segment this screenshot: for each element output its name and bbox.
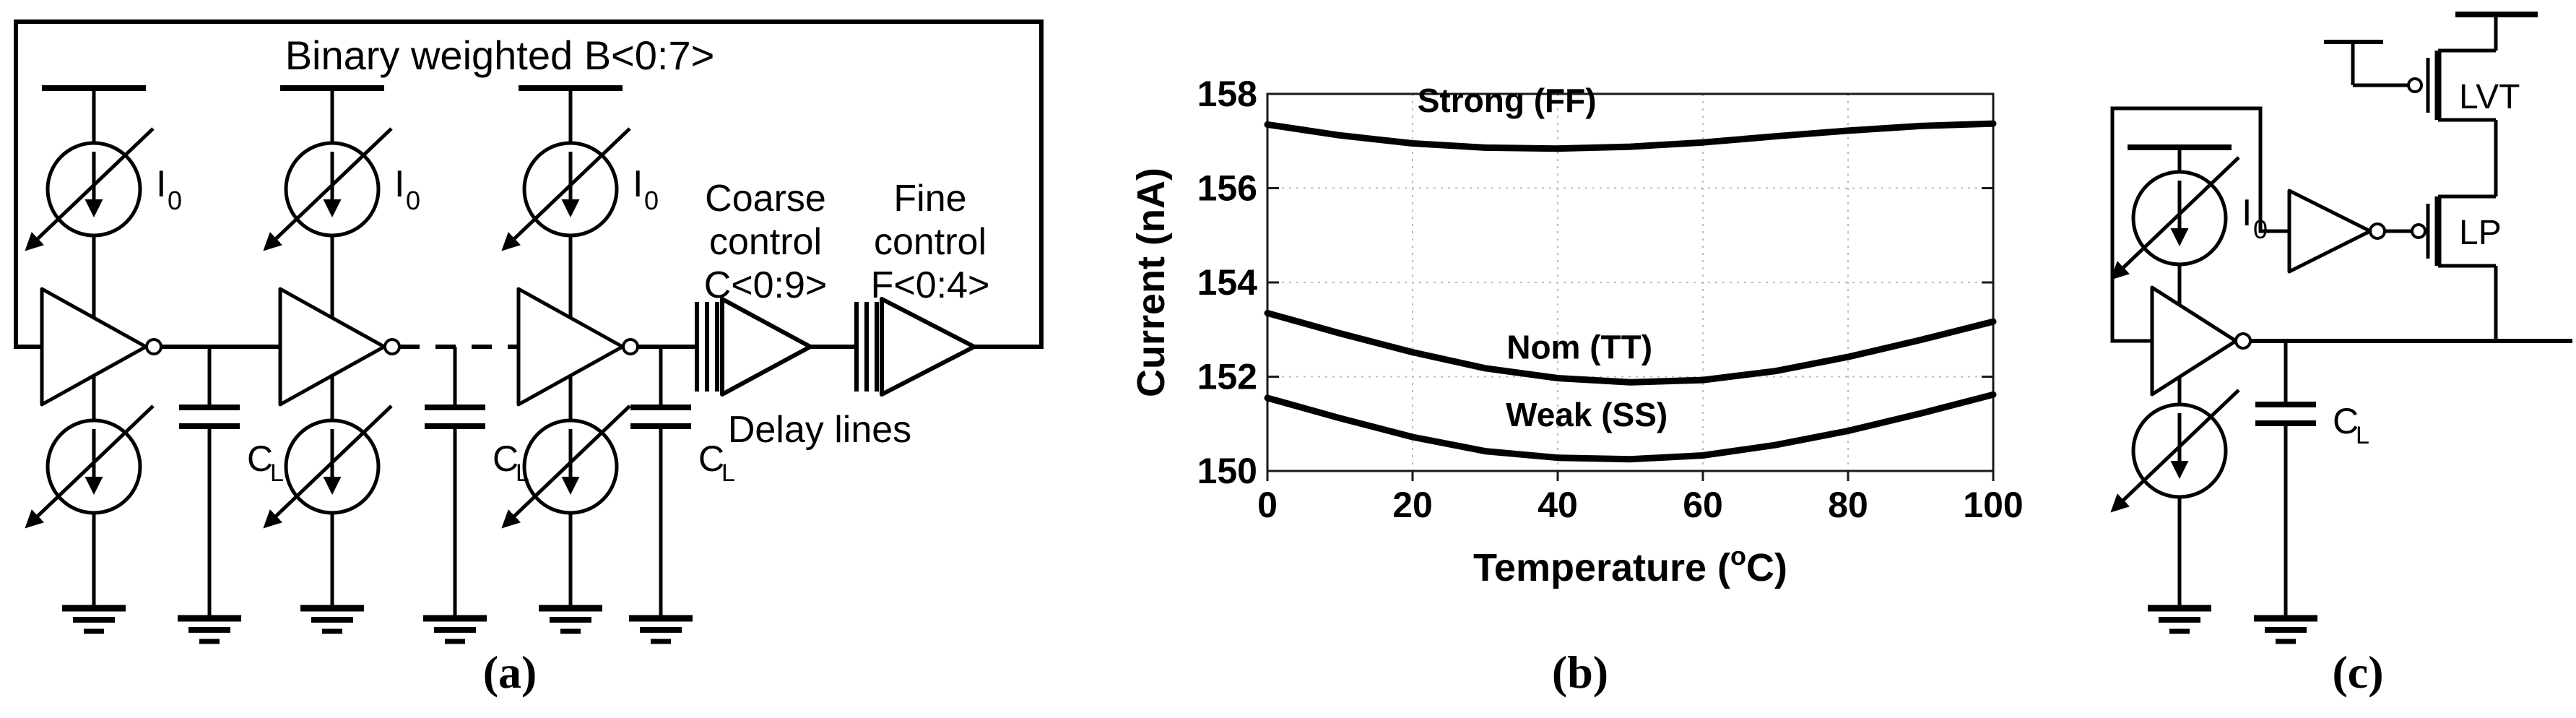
bias-supply-symbol [2324, 40, 2408, 87]
coarse-control-label: control [709, 221, 822, 263]
cl-label: C [698, 438, 724, 479]
chart-tick-labels: 150 152 154 156 158 0 20 40 60 80 100 [1197, 74, 2024, 525]
vdd-symbol [42, 85, 146, 143]
lvt-label: LVT [2459, 78, 2520, 116]
x-axis-label-text: Temperature (oC) [1473, 541, 1787, 589]
series-label: Strong (FF) [1418, 82, 1597, 119]
y-tick-label: 150 [1197, 451, 1257, 491]
y-tick-label: 156 [1197, 168, 1257, 209]
panel-c-circuit: I 0 C L [2110, 12, 2572, 698]
x-tick-label: 80 [1828, 485, 1868, 525]
fine-control-label: control [874, 221, 986, 263]
series-curve [1264, 309, 1997, 386]
variable-current-source-top [263, 127, 393, 318]
ground-symbol [178, 615, 241, 644]
x-tick-label: 100 [1963, 485, 2023, 525]
i0-label: I [156, 163, 166, 205]
coarse-control-label: C<0:9> [704, 264, 828, 306]
variable-current-source-bottom [2110, 377, 2240, 608]
panel-a-circuit: Binary weighted B<0:7> I 0 C L [14, 20, 1044, 698]
i0-label-sub: 0 [644, 186, 659, 215]
load-capacitor [630, 347, 691, 618]
ground-symbol [300, 605, 364, 634]
variable-current-source-top [501, 127, 631, 318]
ground-symbol [629, 615, 693, 644]
ground-symbol [62, 605, 126, 634]
i0-label: I [633, 163, 643, 205]
y-tick-label: 158 [1197, 74, 1257, 114]
panel-a-caption: (a) [483, 646, 537, 698]
feedback-wire [2110, 106, 2289, 343]
vdd-symbol [2128, 144, 2232, 172]
chart-series-labels: Strong (FF) Nom (TT) Weak (SS) [1418, 82, 1668, 433]
chart-curves [1264, 120, 1997, 463]
x-axis-label: Temperature (oC) [1473, 541, 1787, 589]
series-label: Weak (SS) [1506, 396, 1668, 433]
fine-control-label: Fine [893, 178, 966, 220]
load-capacitor [179, 347, 240, 618]
inverter [2150, 285, 2252, 397]
variable-current-source-bottom [263, 376, 393, 608]
variable-current-source-bottom [501, 376, 631, 608]
inverter [2287, 189, 2386, 274]
cl-label: C [247, 438, 273, 479]
i0-label: I [2242, 192, 2252, 234]
lp-pmos-transistor [2411, 194, 2498, 341]
i0-label-sub: 0 [406, 186, 420, 215]
y-tick-label: 152 [1197, 357, 1257, 397]
panel-b-caption: (b) [1552, 646, 1608, 698]
variable-current-source-bottom [25, 376, 155, 608]
cl-label: C [2333, 401, 2359, 441]
delay-buffer-coarse [695, 297, 812, 397]
vdd-symbol [280, 85, 384, 143]
x-tick-label: 40 [1538, 485, 1578, 525]
coarse-control-label: Coarse [705, 178, 826, 220]
ground-symbol [423, 615, 487, 644]
inverter [516, 287, 639, 407]
cl-label-sub: L [270, 459, 284, 487]
variable-current-source-top [2110, 156, 2240, 311]
vdd-symbol [519, 85, 623, 143]
chart-axes [1266, 92, 1995, 481]
ground-symbol [2254, 615, 2317, 644]
variable-current-source-top [25, 127, 155, 318]
chart-grid [1267, 94, 1993, 471]
delay-buffer-fine [854, 297, 976, 397]
cl-label: C [493, 438, 519, 479]
panel-c-caption: (c) [2332, 646, 2383, 698]
series-curve [1264, 120, 1997, 152]
binary-weighted-label: Binary weighted B<0:7> [285, 33, 715, 78]
lp-label: LP [2459, 214, 2502, 252]
panel-b-chart: 150 152 154 156 158 0 20 40 60 80 100 Strong (FF) N… [1129, 74, 2024, 698]
load-capacitor [425, 347, 485, 618]
series-label: Nom (TT) [1506, 329, 1652, 366]
series-curve [1264, 391, 1997, 463]
feedback-wire [14, 20, 1044, 349]
x-tick-label: 20 [1392, 485, 1433, 525]
ground-symbol [539, 605, 602, 634]
ground-symbol [2148, 605, 2211, 634]
lvt-pmos-transistor [2407, 48, 2498, 196]
i0-label-sub: 0 [2253, 215, 2268, 244]
x-tick-label: 0 [1257, 485, 1278, 525]
load-capacitor [2255, 341, 2316, 618]
y-tick-label: 154 [1197, 262, 1258, 303]
y-axis-label: Current (nA) [1129, 168, 1173, 397]
i0-label-sub: 0 [168, 186, 182, 215]
cl-label-sub: L [2356, 422, 2369, 449]
vdd-symbol [2455, 12, 2538, 51]
x-tick-label: 60 [1683, 485, 1723, 525]
delay-lines-label: Delay lines [728, 409, 911, 451]
i0-label: I [394, 163, 404, 205]
inverter [40, 287, 162, 407]
cl-label-sub: L [721, 459, 735, 487]
fine-control-label: F<0:4> [871, 264, 990, 306]
inverter [278, 287, 401, 407]
